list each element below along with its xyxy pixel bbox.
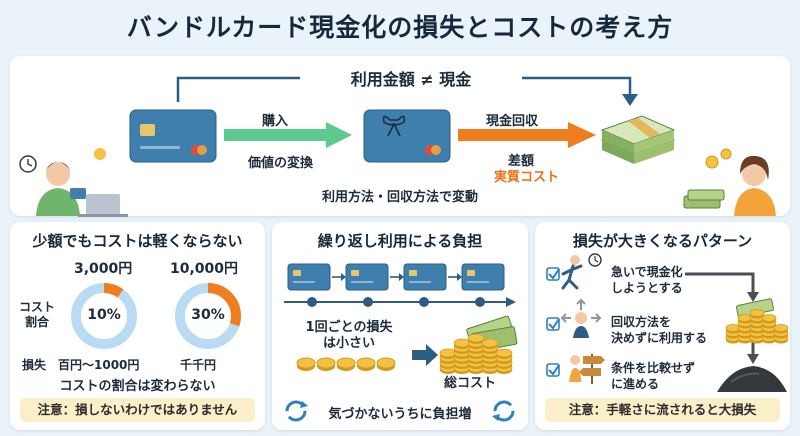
credit-card-icon: [129, 109, 217, 163]
panel3-note: 注意：手軽さに流されると大損失: [545, 398, 780, 422]
running-person-icon: [570, 255, 580, 265]
timeline-dot: [363, 297, 373, 307]
per-loss-label: 1回ごとの損失 は小さい: [305, 320, 393, 351]
cost-ratio-ring-small: [71, 283, 137, 349]
confused-person-icon: [575, 312, 587, 324]
pattern-item-3: 条件を比較せず に進める: [611, 361, 696, 391]
coin-icon: [749, 309, 765, 319]
real-cost-label: 実質コスト: [494, 170, 560, 185]
loss-large: 千千円: [180, 358, 217, 372]
coin-icon: [737, 314, 753, 324]
cost-ratio-label: コスト 割合: [18, 300, 55, 329]
mini-card-icon: [345, 263, 389, 291]
ratio-unchanged: コストの割合は変わらない: [59, 379, 216, 394]
gift-card-icon: [363, 109, 451, 163]
coin-icon: [495, 348, 513, 359]
varies-label: 利用方法・回収方法で変動: [321, 190, 478, 205]
cash-stack-icon: [600, 115, 676, 164]
cost-ratio-arc: [71, 283, 137, 349]
mini-card-icon: [461, 263, 505, 291]
banner-text: 利用金額 ≠ 現金: [350, 70, 472, 89]
cost-ratio-ring-large: [175, 283, 241, 349]
cash-recovery-arrow: [458, 122, 596, 148]
panel3-heading: 損失が大きくなるパターン: [572, 232, 753, 250]
coin-icon: [761, 314, 777, 324]
timeline-dot: [419, 297, 429, 307]
mini-card-icon: [287, 263, 331, 291]
small-amount-panel: 少額でもコストは軽くならない 3,000円 10,000円 コスト 割合 10%…: [10, 222, 265, 430]
coin-icon: [296, 357, 316, 371]
person-with-laptop-icon: [19, 148, 128, 217]
purchase-arrow: [224, 122, 352, 148]
loss-label: 損失: [22, 358, 47, 372]
amount-large: 10,000円: [170, 261, 239, 277]
loss-pile-icon: [717, 366, 787, 392]
total-cost-label: 総コスト: [444, 376, 497, 391]
amount-small: 3,000円: [74, 261, 133, 277]
timeline-dot: [307, 297, 317, 307]
coin-icon: [773, 324, 789, 334]
cost-ratio-arc: [175, 283, 241, 349]
coin-icon: [439, 348, 457, 359]
coin-icon: [725, 324, 741, 334]
banner-arrow: [176, 76, 638, 106]
mini-card-icon: [403, 263, 447, 291]
coin-icon: [336, 357, 356, 371]
timeline-dot: [475, 297, 485, 307]
page-title: バンドルカード現金化の損失とコストの考え方: [126, 13, 674, 42]
pattern-illustrations: [546, 253, 789, 392]
coin-icon: [467, 333, 485, 344]
panel2-heading: 繰り返し利用による負担: [317, 232, 483, 250]
loss-small: 百円〜1000円: [58, 358, 140, 372]
coin-icon: [316, 357, 336, 371]
coin-icon: [481, 338, 499, 349]
repeat-cards-timeline: [284, 263, 518, 422]
purchase-label: 購入: [262, 114, 289, 129]
loss-pattern-panel: 損失が大きくなるパターン: [535, 222, 790, 430]
difference-label: 差額: [508, 154, 535, 169]
coin-icon: [376, 357, 396, 371]
coin-icon: [356, 357, 376, 371]
panel1-heading: 少額でもコストは軽くならない: [32, 232, 243, 250]
top-flow-panel: 利用金額 ≠ 現金 購入 価値の変換 現金回収: [10, 56, 790, 217]
value-conversion-label: 価値の変換: [248, 156, 314, 171]
person-with-cash-icon: [683, 148, 776, 216]
cash-recovery-label: 現金回収: [486, 114, 539, 129]
pct-large-label: 30%: [191, 307, 225, 323]
panel1-note: 注意：損しないわけではありません: [20, 398, 255, 422]
pattern-item-1: 急いで現金化 しようとする: [611, 265, 683, 295]
pct-small-label: 10%: [87, 307, 121, 323]
repeat-use-panel: 繰り返し利用による負担 1回ごとの損失 は小さい 総コスト 気づかないうちに負担…: [272, 222, 528, 430]
pattern-item-2: 回収方法を 決めずに利用する: [611, 315, 708, 345]
coin-icon: [453, 338, 471, 349]
signpost-person-icon: [570, 355, 580, 365]
panel2-note: 気づかないうちに負担増: [328, 407, 472, 422]
